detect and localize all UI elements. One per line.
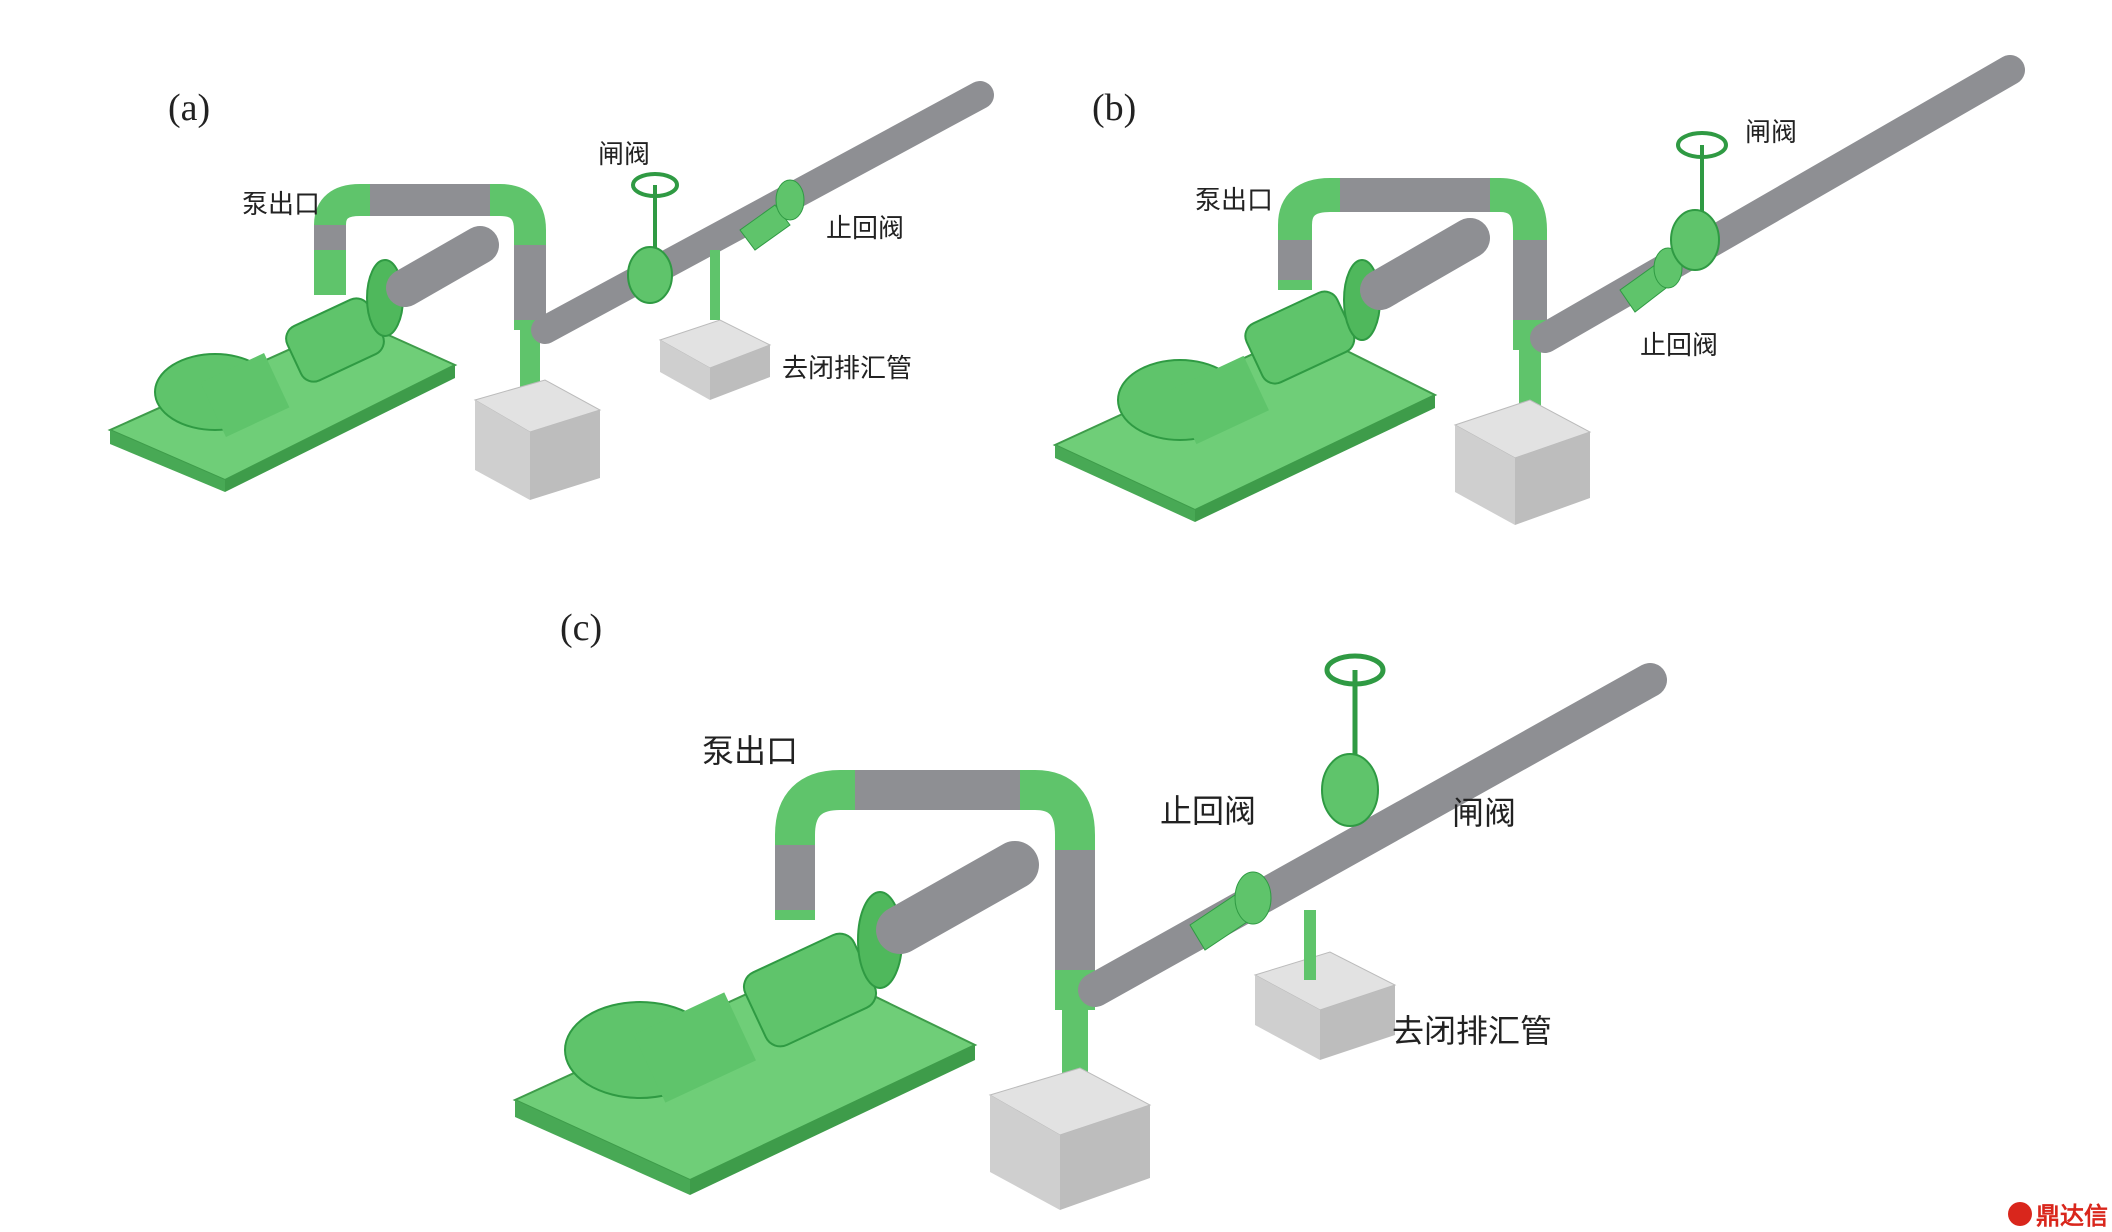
check-valve-label: 止回阀 — [1640, 331, 1719, 361]
discharge-pipe — [1078, 663, 1667, 1007]
panel-a-drawing — [107, 81, 994, 500]
watermark-badge-icon — [2008, 1201, 2032, 1226]
panel-c-tag: (c) — [560, 607, 603, 649]
check-valve-label: 止回阀 — [826, 214, 905, 244]
pump-outlet-label: 泵出口 — [702, 732, 799, 770]
suction-pipe — [876, 841, 1039, 954]
suction-pipe — [1360, 218, 1490, 310]
gate-valve-body — [627, 246, 673, 304]
gate-valve-label: 闸阀 — [598, 140, 651, 170]
check-valve-label: 止回阀 — [1160, 792, 1257, 830]
gate-valve-label: 闸阀 — [1745, 118, 1798, 148]
pump-outlet-label: 泵出口 — [242, 190, 321, 220]
panel-a-tag: (a) — [168, 87, 211, 129]
watermark-text: 鼎达信 — [2036, 1202, 2108, 1230]
check-valve-body — [739, 204, 791, 251]
panel-b: (b) 泵出口 闸阀 止回阀 — [1040, 0, 2112, 560]
discharge-pipe — [531, 81, 994, 344]
panel-c: (c) 泵出口 止回阀 闸阀 去闭排汇管 — [480, 590, 1712, 1210]
gate-valve-label: 闸阀 — [1452, 794, 1517, 832]
panel-a: (a) 泵出口 闸阀 止回阀 去闭排汇管 — [0, 0, 1050, 560]
gate-valve-body — [1670, 209, 1720, 271]
drain-label: 去闭排汇管 — [1392, 1012, 1553, 1050]
pump-outlet-label: 泵出口 — [1195, 186, 1274, 216]
panel-b-tag: (b) — [1092, 87, 1137, 129]
suction-pipe — [386, 226, 499, 307]
gate-valve-body — [1321, 753, 1379, 827]
drain-label: 去闭排汇管 — [782, 354, 913, 384]
panel-c-drawing — [512, 653, 1667, 1210]
discharge-pipe — [1530, 55, 2025, 353]
discharge-loop — [775, 770, 1095, 1010]
watermark-logo: 鼎达信 — [2008, 1196, 2108, 1231]
panel-b-drawing — [1052, 55, 2025, 525]
